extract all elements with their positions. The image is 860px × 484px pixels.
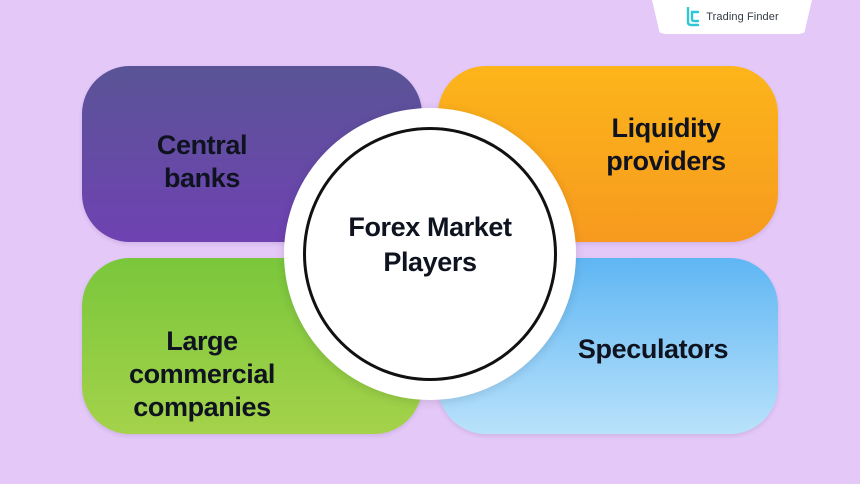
card-label-speculators: Speculators [577,334,729,364]
brand-name: Trading Finder [706,11,779,23]
card-label-central-banks: Central banks [156,130,248,193]
center-hub-circle: Forex Market Players [284,108,576,400]
center-hub-label: Forex Market Players [348,212,512,277]
trading-finder-logo-icon [687,7,700,27]
brand-badge: Trading Finder [652,0,812,34]
card-label-liquidity-providers: Liquidity providers [606,113,726,176]
center-hub-ring [303,127,557,381]
card-label-large-commercial-companies: Large commercial companies [128,326,276,422]
